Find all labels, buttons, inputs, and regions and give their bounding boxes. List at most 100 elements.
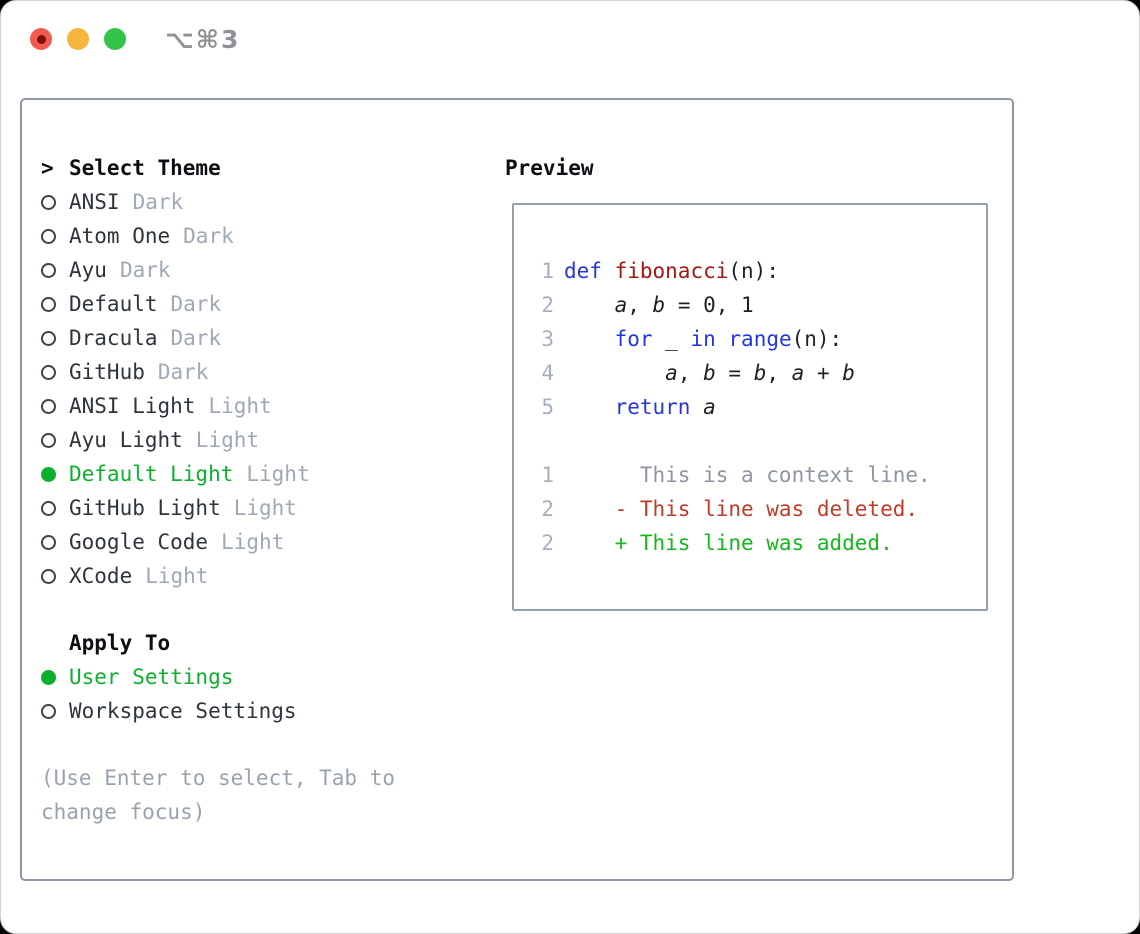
- theme-name: ANSI Light: [69, 394, 196, 418]
- code-token: (n):: [728, 259, 779, 283]
- code-token: [564, 327, 615, 351]
- theme-item[interactable]: Google Code Light: [41, 525, 395, 559]
- code-token: = 0, 1: [665, 293, 754, 317]
- code-token: a: [665, 361, 678, 385]
- code-token: [564, 395, 615, 419]
- line-number: 2: [541, 531, 554, 555]
- code-token: [690, 395, 703, 419]
- close-button[interactable]: [30, 28, 52, 50]
- radio-icon: [41, 228, 69, 244]
- theme-item[interactable]: GitHub Dark: [41, 355, 395, 389]
- radio-circle: [41, 296, 56, 312]
- code-token: return: [614, 395, 691, 419]
- code-token: b: [652, 293, 666, 317]
- theme-tag: Light: [221, 530, 285, 554]
- apply-to-header: Apply To: [41, 626, 395, 660]
- radio-circle: [41, 703, 56, 719]
- theme-item[interactable]: Atom One Dark: [41, 219, 395, 253]
- line-number: 2: [541, 293, 554, 317]
- theme-name: XCode: [69, 564, 133, 588]
- theme-name: Dracula: [69, 326, 158, 350]
- radio-icon: [41, 568, 69, 584]
- code-token: b: [753, 361, 767, 385]
- radio-icon: [41, 194, 69, 210]
- apply-to-option[interactable]: Workspace Settings: [41, 694, 395, 728]
- diff-line-context: 1 This is a context line.: [540, 458, 986, 492]
- theme-tag: Light: [208, 394, 272, 418]
- code-token: =: [715, 361, 754, 385]
- code-token: [564, 293, 615, 317]
- theme-item[interactable]: Dracula Dark: [41, 321, 395, 355]
- radio-icon: [41, 296, 69, 312]
- code-token: ,: [627, 293, 653, 317]
- code-token: [564, 361, 665, 385]
- selected-radio-icon: [41, 669, 69, 685]
- code-line: 4 a, b = b, a + b: [540, 356, 986, 390]
- code-line: 2 a, b = 0, 1: [540, 288, 986, 322]
- theme-item[interactable]: ANSI Light Light: [41, 389, 395, 423]
- preview-label: Preview: [505, 156, 594, 180]
- radio-circle: [41, 432, 56, 448]
- theme-tag: Dark: [170, 326, 222, 350]
- radio-circle: [41, 534, 56, 550]
- code-token: b: [842, 361, 855, 385]
- zoom-button[interactable]: [104, 28, 126, 50]
- line-number: 5: [541, 395, 554, 419]
- theme-name: Default: [69, 292, 158, 316]
- radio-circle: [41, 568, 56, 584]
- code-token: a: [791, 361, 805, 385]
- radio-icon: [41, 703, 69, 719]
- radio-circle: [41, 669, 56, 685]
- radio-circle: [41, 228, 56, 244]
- theme-tag: Dark: [183, 224, 234, 248]
- line-number: 3: [541, 327, 554, 351]
- theme-tag: Dark: [132, 190, 184, 214]
- code-line: 5 return a: [540, 390, 986, 424]
- diff-text: + This line was added.: [564, 531, 893, 555]
- apply-to-label: Apply To: [69, 631, 171, 655]
- code-token: ,: [766, 361, 792, 385]
- radio-icon: [41, 330, 69, 346]
- code-token: [716, 327, 729, 351]
- line-number: 4: [541, 361, 554, 385]
- theme-tag: Dark: [157, 360, 209, 384]
- theme-name: Atom One: [69, 224, 171, 248]
- code-token: _: [652, 327, 691, 351]
- radio-circle: [41, 466, 56, 482]
- prompt-icon: >: [41, 156, 54, 180]
- window-title: ⌥⌘3: [165, 25, 241, 54]
- code-token: [602, 259, 615, 283]
- help-text-line-1: (Use Enter to select, Tab to: [41, 766, 396, 790]
- code-token: in: [690, 327, 716, 351]
- apply-to-option-label: Workspace Settings: [69, 699, 297, 723]
- spacer: [41, 593, 395, 626]
- apply-to-option[interactable]: User Settings: [41, 660, 395, 694]
- code-token: for: [614, 327, 653, 351]
- theme-tag: Light: [195, 428, 260, 452]
- code-token: b: [703, 361, 716, 385]
- radio-circle: [41, 398, 56, 414]
- theme-name: GitHub: [69, 360, 145, 384]
- diff-text: - This line was deleted.: [564, 497, 919, 521]
- theme-name: Google Code: [69, 530, 209, 554]
- radio-icon: [41, 534, 69, 550]
- code-token: (n):: [791, 327, 843, 351]
- radio-circle: [41, 500, 56, 516]
- code-token: a: [703, 395, 716, 419]
- minimize-button[interactable]: [67, 28, 89, 50]
- diff-sample: 1 This is a context line. 2 - This line w…: [540, 458, 986, 560]
